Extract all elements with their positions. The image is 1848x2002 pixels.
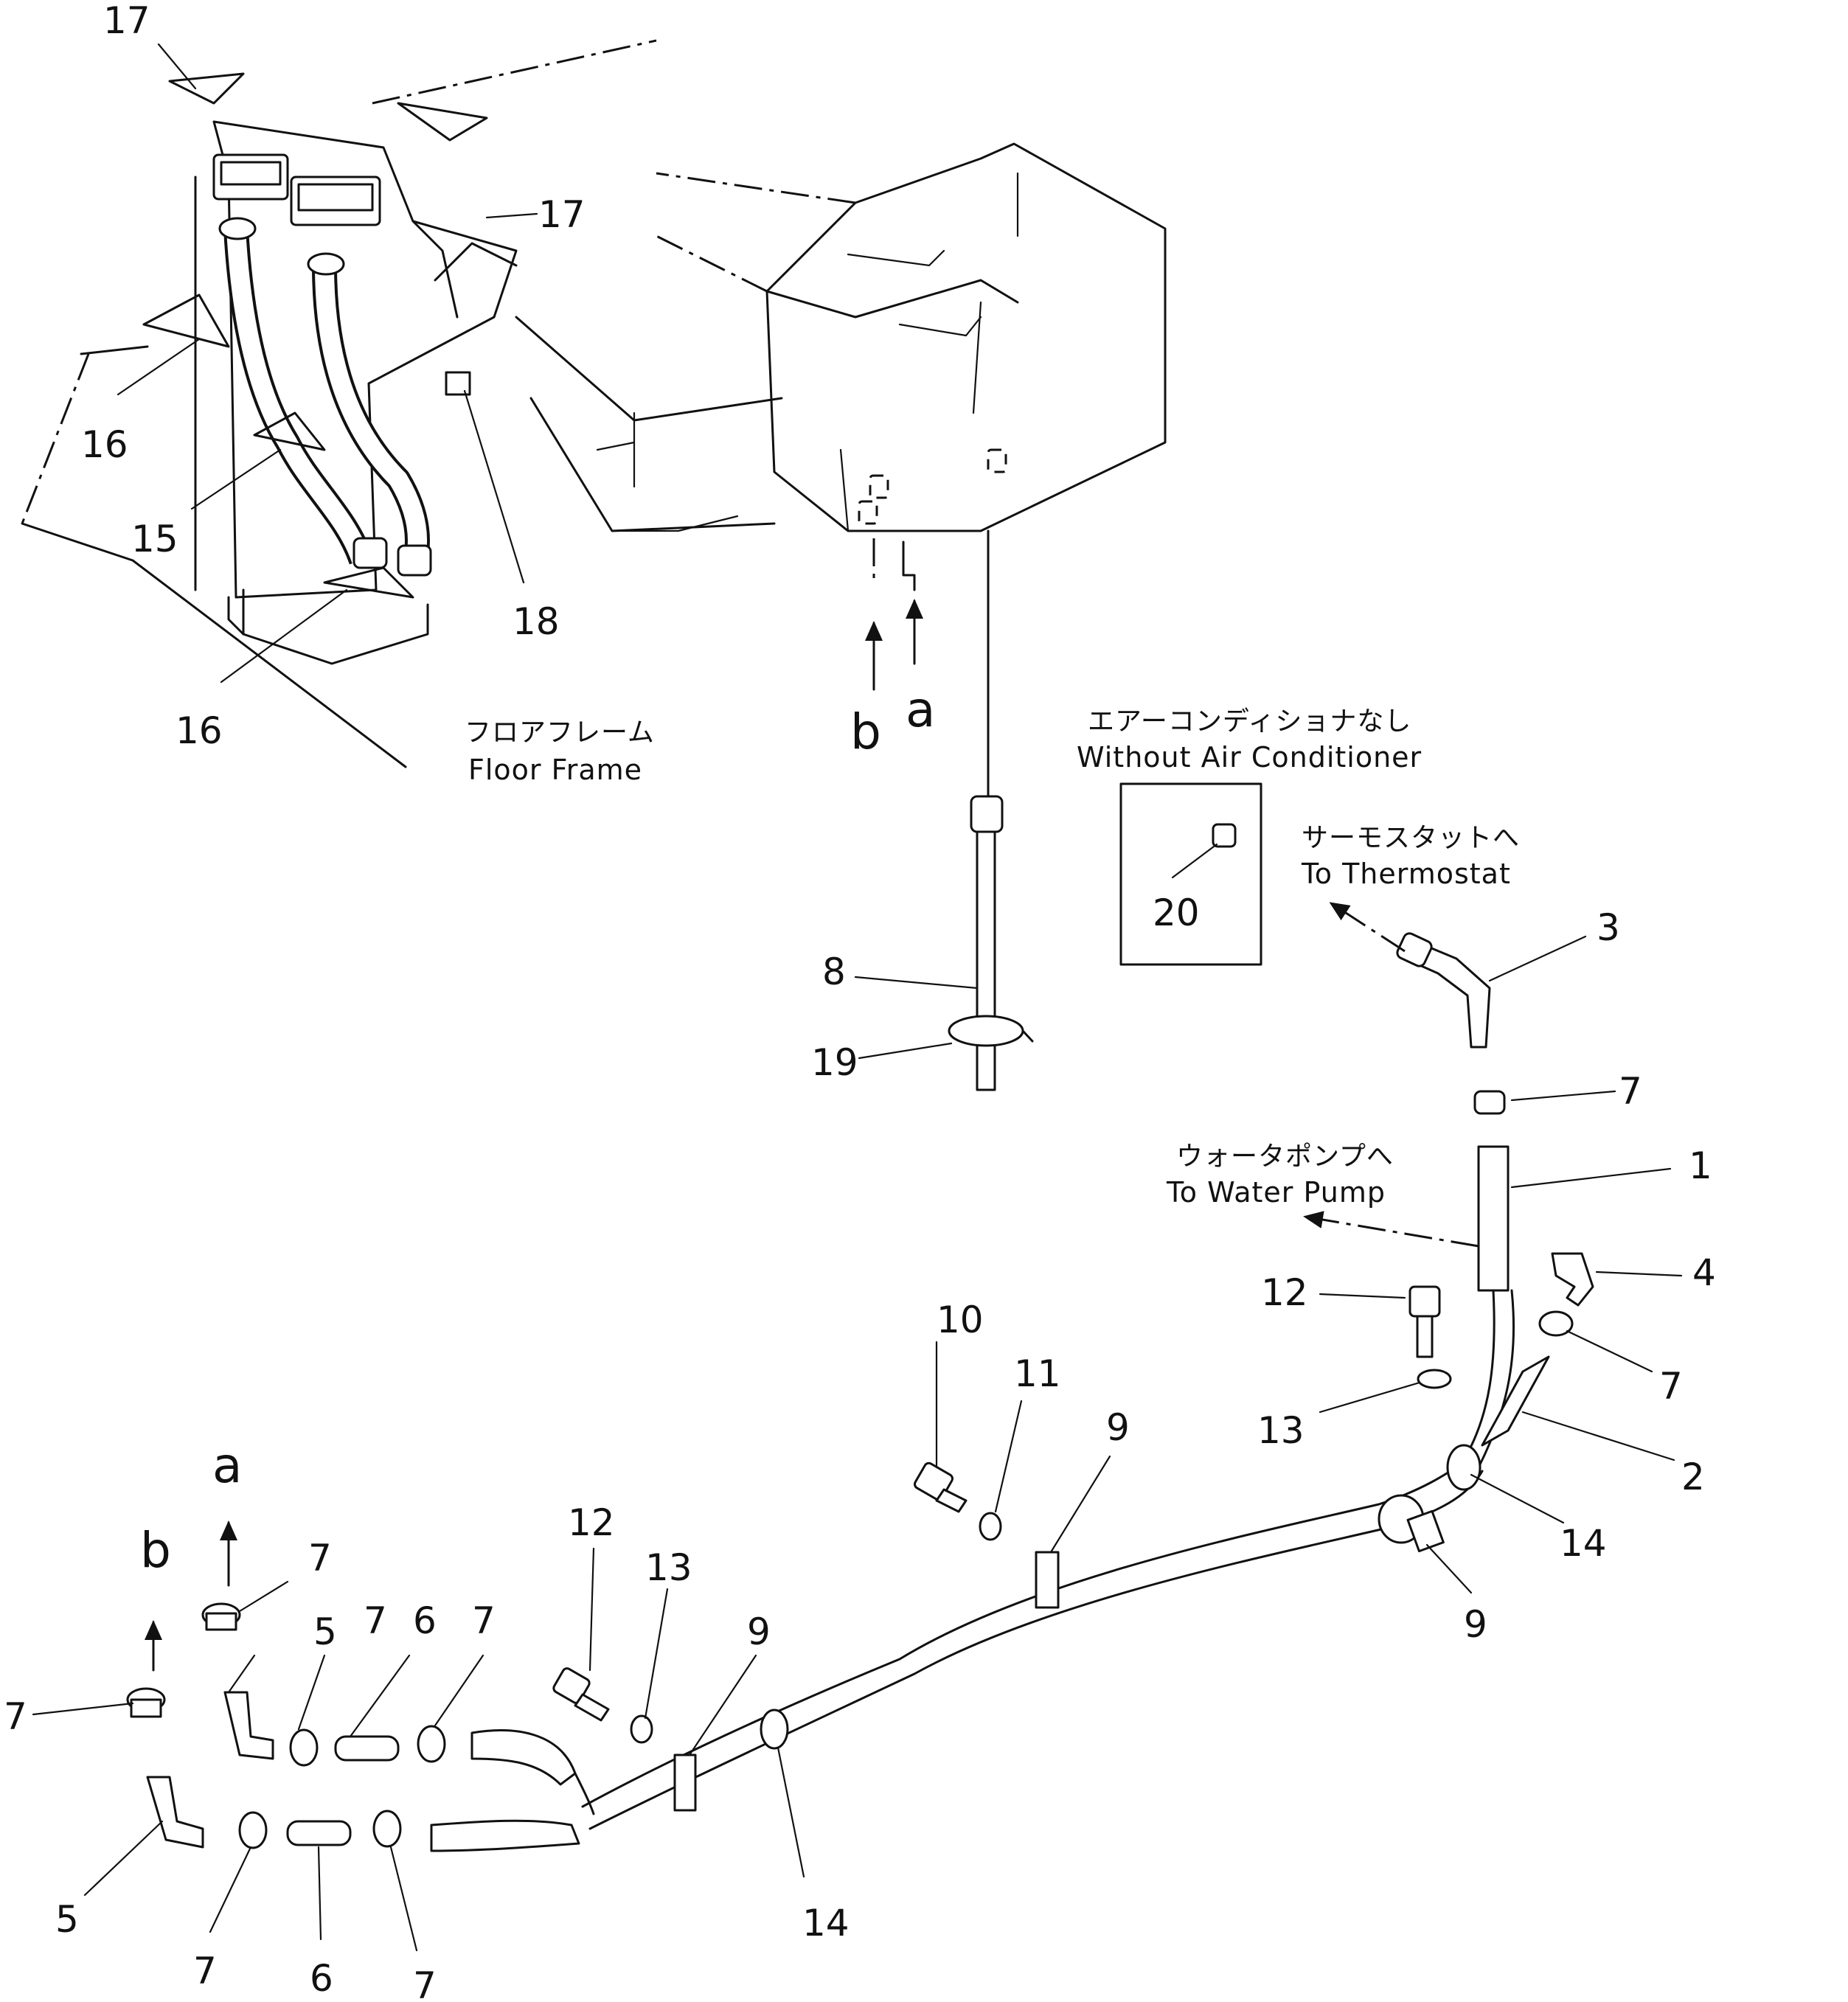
callout-7-right: 7 [1659,1365,1683,1408]
note-thermostat-jp: サーモスタットへ [1302,823,1520,853]
callout-14-right: 14 [1560,1522,1607,1565]
callout-4: 4 [1692,1251,1716,1294]
callout-8: 8 [822,950,846,993]
callout-9-right: 9 [1464,1603,1487,1646]
note-water-pump-en: To Water Pump [1166,1176,1386,1209]
callout-7-lower-1: 7 [193,1950,217,1992]
no-ac-box [1119,782,1262,966]
drain-pipe [948,795,1034,1091]
callout-7-upper-2: 7 [472,1599,496,1642]
callout-20: 20 [1153,891,1200,934]
callout-9-middle: 9 [1106,1406,1130,1449]
note-water-pump-jp: ウォータポンプへ [1176,1141,1394,1172]
callout-12-left: 12 [568,1501,615,1544]
engine-block [515,142,1167,532]
letter-b-bottom: b [140,1522,171,1579]
callout-numbers: 17 17 16 15 16 18 20 3 8 19 7 1 4 12 7 1… [4,0,1716,2002]
letter-a-top: a [906,681,935,738]
callout-14-left: 14 [802,1902,850,1944]
connection-leaders-top [865,529,990,798]
thermostat-arrow [1329,902,1406,953]
callout-7-b: 7 [4,1695,27,1738]
hoses-right [1408,1145,1594,1469]
callout-15: 15 [131,518,178,560]
leader-lines [32,43,1683,1952]
callout-7-thermostat: 7 [1619,1070,1642,1113]
callout-12-right: 12 [1261,1271,1308,1314]
connection-letters: b a a b [140,681,935,1579]
note-floor-frame-en: Floor Frame [468,754,642,786]
callout-11: 11 [1014,1352,1061,1395]
letter-a-bottom: a [212,1437,242,1494]
callout-16-lower: 16 [176,709,223,752]
callout-13-left: 13 [645,1546,692,1589]
note-floor-frame-jp: フロアフレーム [465,717,655,748]
callout-10: 10 [937,1299,984,1341]
callout-18: 18 [513,600,560,643]
callout-5-lower: 5 [55,1898,79,1941]
callout-19: 19 [811,1041,858,1084]
callout-5-upper: 5 [313,1610,337,1653]
main-pipe [552,1444,1484,1830]
callout-17-right: 17 [538,193,586,236]
callout-17-top: 17 [103,0,150,42]
callout-7-upper-1: 7 [364,1599,387,1642]
heater-unit [21,39,657,768]
callout-7-lower-2: 7 [413,1964,437,2002]
note-thermostat-en: To Thermostat [1301,858,1511,890]
annotation-notes: フロアフレーム Floor Frame エアーコンディショナなし Without… [465,706,1520,1209]
callout-6-upper: 6 [413,1599,437,1642]
callout-1: 1 [1689,1144,1712,1187]
callout-3: 3 [1597,906,1620,949]
thermostat-elbow [1396,932,1506,1115]
water-pump-arrow [1303,1211,1479,1248]
callout-6-lower: 6 [310,1957,333,2000]
callout-2: 2 [1681,1456,1705,1498]
fittings-lower-left [126,1520,595,1852]
note-no-ac-en: Without Air Conditioner [1077,741,1422,774]
callout-7-a: 7 [308,1537,332,1579]
callout-16-upper: 16 [81,423,128,466]
callout-13-right: 13 [1257,1409,1305,1452]
note-no-ac-jp: エアーコンディショナなし [1088,706,1411,737]
callout-9-left: 9 [747,1610,771,1653]
letter-b-top: b [850,703,881,760]
